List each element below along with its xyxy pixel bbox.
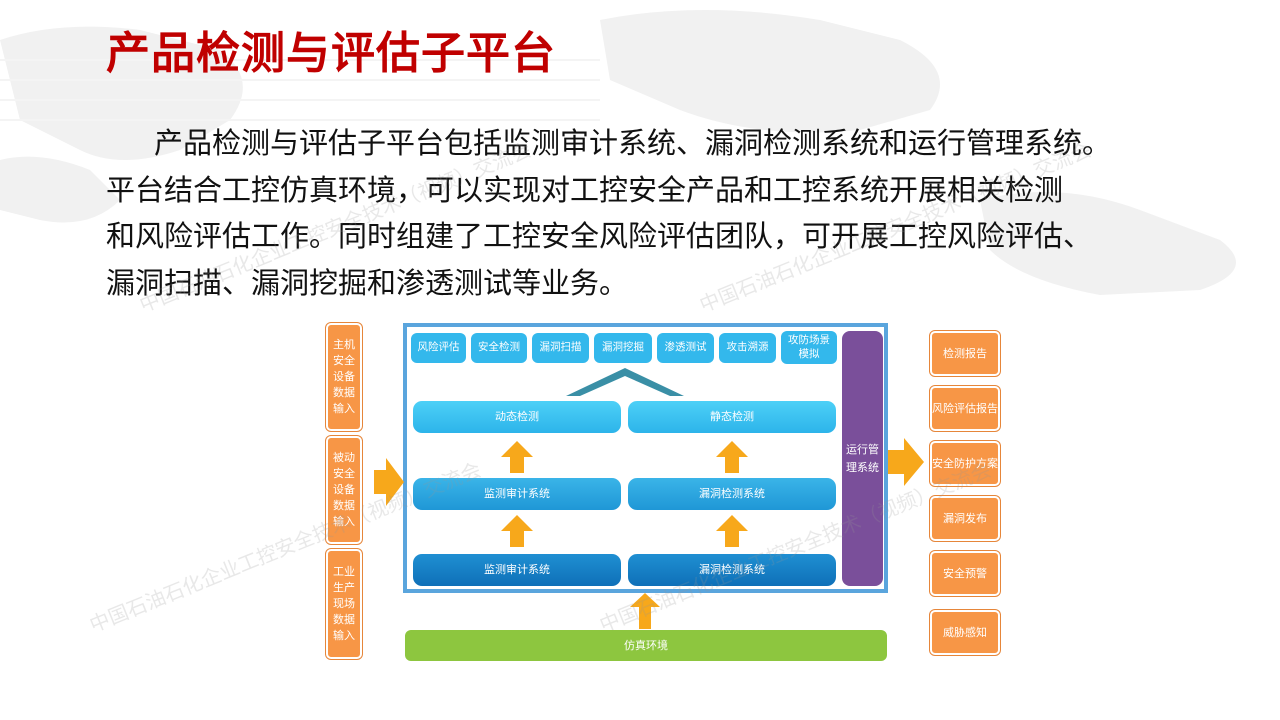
arrow-right-icon [888,438,924,486]
function-label: 攻击溯源 [726,341,769,354]
paragraph-line: 漏洞扫描、漏洞挖掘和渗透测试等业务。 [106,265,629,300]
arrow-up-icon [501,441,533,473]
vuln-detection-bar-base: 漏洞检测系统 [628,554,836,586]
vuln-detection-bar: 漏洞检测系统 [628,478,836,510]
function-attack-defense-sim: 攻防场景模拟 [781,331,837,364]
output-protection-plan: 安全防护方案 [930,441,1000,486]
simulation-label: 仿真环境 [624,638,668,652]
input-industrial-field: 工业生产现场数据输入 [326,549,362,659]
output-threat-awareness: 威胁感知 [930,610,1000,655]
function-label: 安全检测 [478,341,520,354]
paragraph-line: 产品检测与评估子平台包括监测审计系统、漏洞检测系统和运行管理系统。 [154,126,1112,160]
bar-label: 动态检测 [495,410,539,424]
function-label: 漏洞挖掘 [602,341,644,354]
input-label: 被动安全设备数据输入 [333,451,355,528]
function-risk-assessment: 风险评估 [411,333,466,363]
monitoring-audit-bar: 监测审计系统 [413,478,621,510]
arrow-right-icon [374,458,404,506]
operations-management-system: 运行管理系统 [842,331,883,586]
function-vuln-mining: 漏洞挖掘 [594,333,652,363]
function-label: 攻防场景模拟 [788,333,830,360]
function-label: 风险评估 [417,341,460,354]
output-risk-report: 风险评估报告 [930,386,1000,431]
output-label: 漏洞发布 [943,511,987,525]
function-label: 漏洞扫描 [539,341,582,354]
output-label: 安全防护方案 [932,456,998,470]
function-security-testing: 安全检测 [471,333,527,363]
bar-label: 监测审计系统 [484,563,550,577]
arrow-up-icon [630,593,660,629]
chevron-up-icon [566,368,684,396]
output-label: 检测报告 [943,346,987,360]
bar-label: 漏洞检测系统 [699,563,765,577]
description-paragraph: 产品检测与评估子平台包括监测审计系统、漏洞检测系统和运行管理系统。 平台结合工控… [106,120,1196,306]
output-vuln-release: 漏洞发布 [930,496,1000,541]
platform-frame [403,323,888,593]
function-label: 渗透测试 [664,341,707,354]
world-map-background [0,10,1236,295]
dynamic-detection-bar: 动态检测 [413,401,621,433]
input-label: 主机安全设备数据输入 [333,338,355,415]
function-attack-tracing: 攻击溯源 [719,333,776,363]
arrow-up-icon [716,441,748,473]
output-label: 风险评估报告 [932,401,998,415]
page-title: 产品检测与评估子平台 [106,28,556,79]
input-passive-security: 被动安全设备数据输入 [326,436,362,544]
bar-label: 漏洞检测系统 [699,487,765,501]
management-label: 运行管理系统 [846,443,879,474]
input-host-security: 主机安全设备数据输入 [326,323,362,431]
bar-label: 静态检测 [710,410,754,424]
output-label: 安全预警 [943,566,987,580]
output-label: 威胁感知 [943,625,987,639]
monitoring-audit-bar-base: 监测审计系统 [413,554,621,586]
function-vuln-scan: 漏洞扫描 [532,333,589,363]
static-detection-bar: 静态检测 [628,401,836,433]
paragraph-line: 平台结合工控仿真环境，可以实现对工控安全产品和工控系统开展相关检测 [106,172,1064,207]
simulation-environment: 仿真环境 [405,630,887,661]
output-test-report: 检测报告 [930,331,1000,376]
arrow-up-icon [716,515,748,547]
function-pen-test: 渗透测试 [657,333,714,363]
arrow-up-icon [501,515,533,547]
output-security-warning: 安全预警 [930,551,1000,596]
paragraph-line: 和风险评估工作。同时组建了工控安全风险评估团队，可开展工控风险评估、 [106,219,1093,253]
input-label: 工业生产现场数据输入 [333,565,355,642]
bar-label: 监测审计系统 [484,487,550,501]
